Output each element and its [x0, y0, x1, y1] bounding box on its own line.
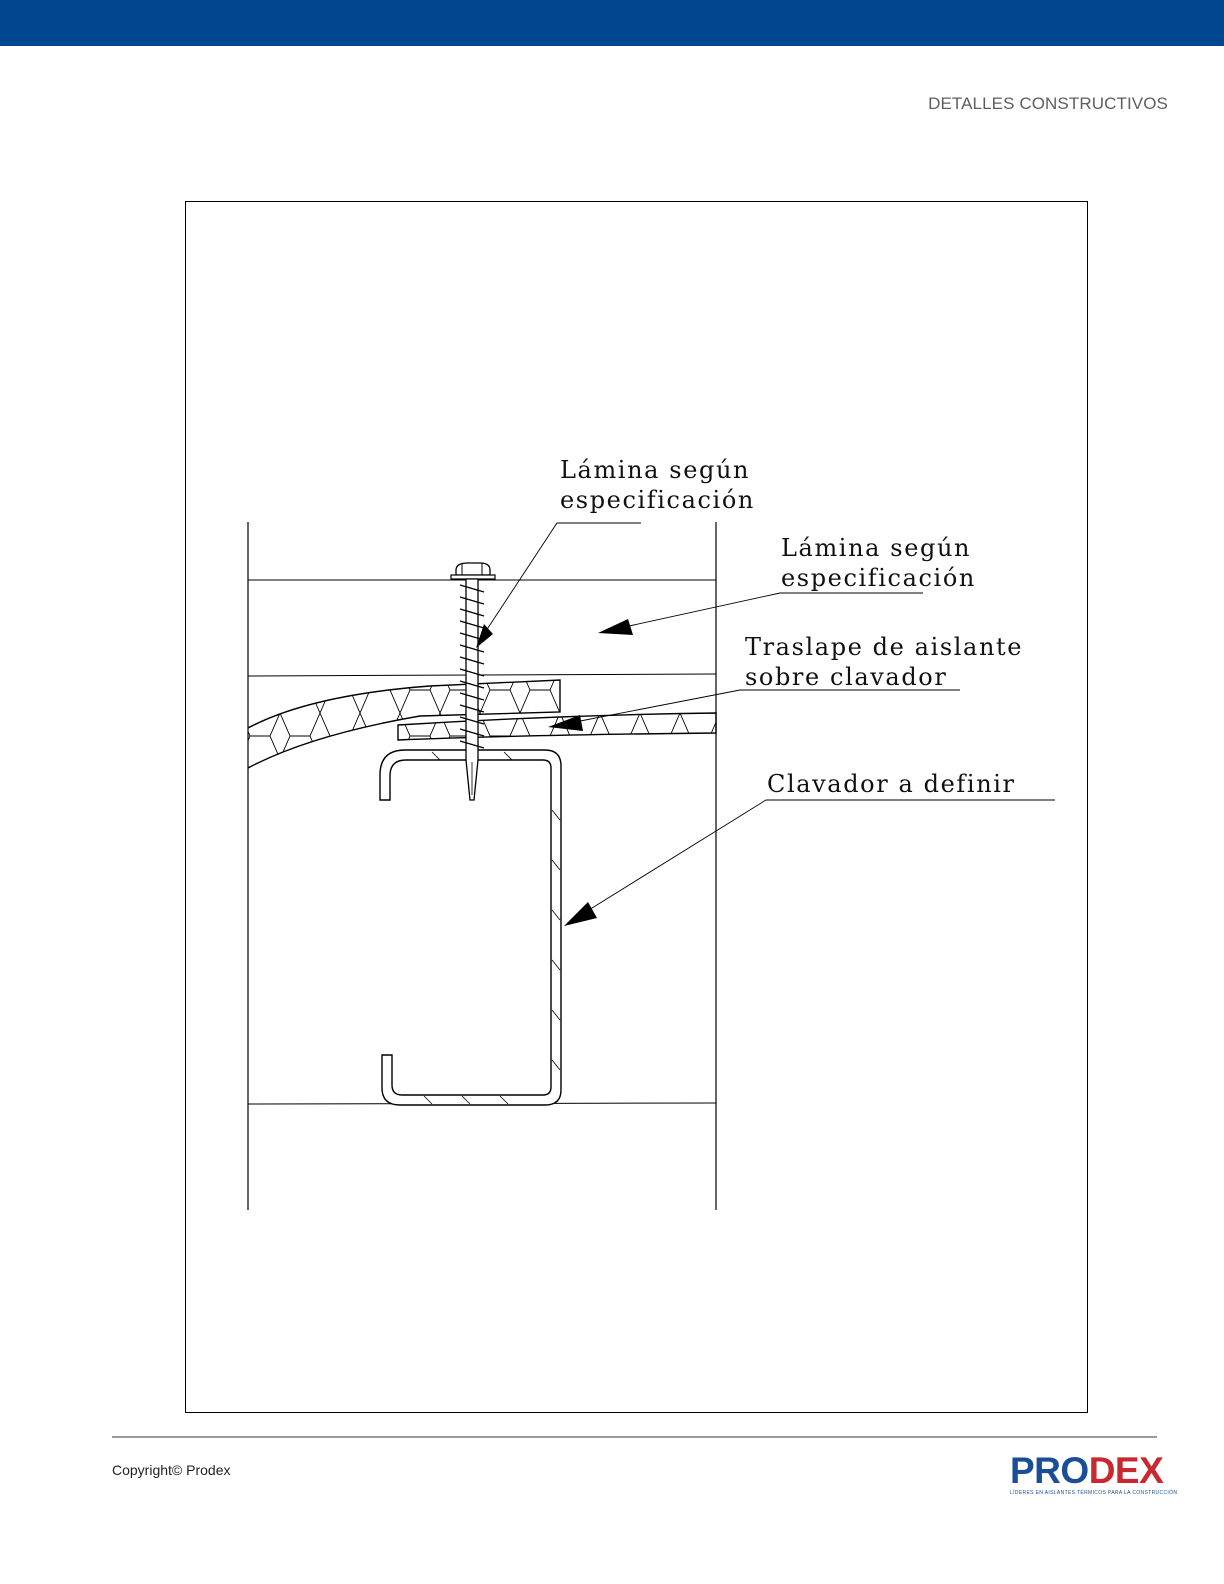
- leader-overlap: [548, 689, 960, 731]
- leader-top-right: [598, 592, 923, 635]
- drawing-frame: [185, 201, 1088, 1413]
- footer-divider: [112, 1436, 1157, 1438]
- section-title: DETALLES CONSTRUCTIVOS: [928, 94, 1168, 113]
- logo-wordmark: PRODEX: [1010, 1450, 1164, 1491]
- leader-purlin: [564, 799, 1055, 926]
- prodex-logo: PRODEX LÍDERES EN AISLANTES TÉRMICOS PAR…: [1010, 1450, 1178, 1496]
- callout-top-right: Lámina según especificación: [781, 534, 976, 592]
- callout-overlap: Traslape de aislante sobre clavador: [745, 633, 1024, 691]
- c-purlin: [379, 749, 562, 1106]
- copyright-text: Copyright© Prodex: [112, 1462, 231, 1478]
- header-band: [0, 0, 1224, 46]
- leader-top-left: [476, 522, 641, 648]
- callout-top-left: Lámina según especificación: [560, 456, 755, 514]
- logo-tagline: LÍDERES EN AISLANTES TÉRMICOS PARA LA CO…: [1010, 1490, 1178, 1496]
- self-drilling-screw: [450, 562, 496, 801]
- callout-purlin: Clavador a definir: [767, 770, 1016, 798]
